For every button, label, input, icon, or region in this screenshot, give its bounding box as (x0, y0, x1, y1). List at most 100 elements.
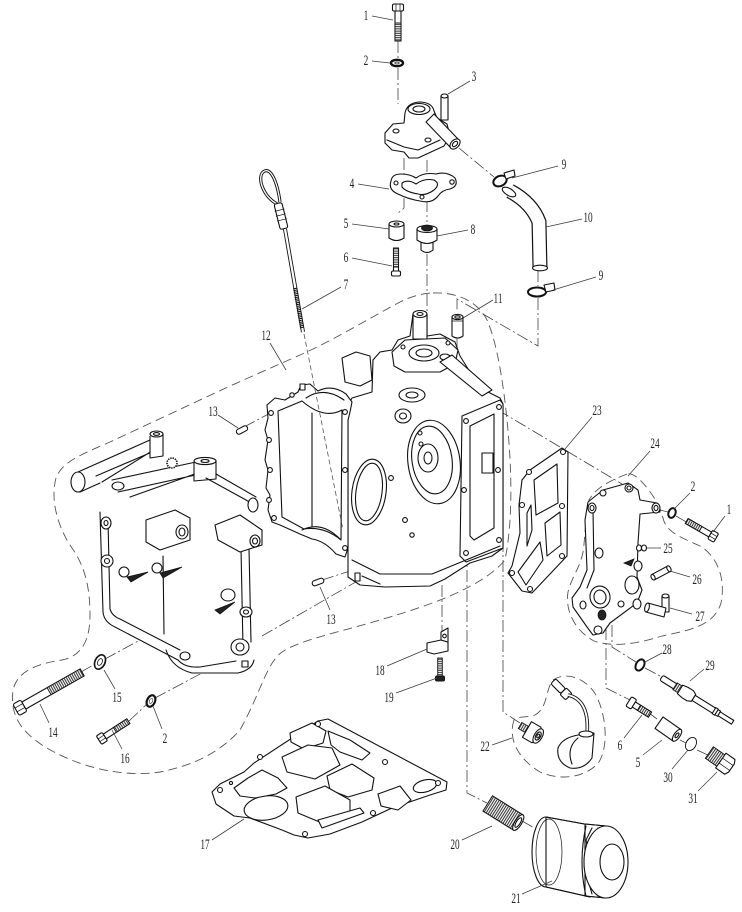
callout-labels-shape: 31 (688, 790, 697, 807)
callout-25: 25 (663, 540, 672, 557)
callout-27: 27 (695, 608, 704, 625)
leader-lines-shape (351, 257, 393, 267)
cover-panel-shape (589, 504, 595, 512)
leader-lines-shape (461, 825, 493, 841)
leader-lines-shape (152, 705, 163, 730)
thermostat-housing-shape (451, 140, 459, 148)
cover-gasket-shape (558, 502, 566, 510)
oil-filter-shape (581, 825, 587, 897)
base-gasket-shape (369, 809, 377, 817)
base-gasket-shape (216, 786, 224, 794)
leader-lines-shape (642, 739, 663, 756)
base-gasket-shape (317, 807, 365, 829)
callout-labels-shape: 11 (494, 290, 503, 307)
callout-labels-shape: 19 (384, 689, 393, 706)
dipstick-shape-shape (274, 208, 285, 212)
callout-labels-shape: 14 (48, 724, 58, 741)
base-gasket-shape (289, 722, 327, 750)
leader-lines-shape (39, 703, 50, 724)
housing-gasket-shape (401, 178, 439, 196)
bolt-6-top-shape (390, 270, 402, 277)
bolt-6-top (390, 247, 402, 277)
water-hose (501, 184, 549, 272)
callout-labels-shape: 27 (695, 608, 704, 625)
crankcase-block-shape (496, 537, 502, 543)
flange-bolt-holes-shape (271, 515, 277, 521)
cylinder-block-half-shape (111, 461, 207, 498)
callout-labels: 1 2 3 4 5 6 7 8 9 10 9 11 12 13 13 14 15… (48, 7, 731, 907)
dowel-pin-lower (311, 577, 325, 587)
cylinder-block-half-shape (220, 588, 236, 602)
dipstick-shape-shape (273, 202, 289, 230)
housing-gasket-shape (393, 180, 399, 186)
dipstick-shape-shape (277, 218, 287, 222)
callout-31: 31 (688, 790, 697, 807)
bolt-1-panel-shape (709, 535, 716, 540)
cylinder-block-half-shape (242, 609, 250, 615)
bolt-14 (13, 668, 85, 716)
crankcase-block-shape (469, 413, 495, 541)
callout-29: 29 (705, 657, 714, 674)
base-gasket-shape (327, 730, 371, 761)
base-gasket-shape (381, 758, 389, 766)
cover-gasket-shape (525, 468, 533, 476)
cylinder-block-half-shape (159, 566, 183, 579)
cylinder-block-half-shape (235, 642, 245, 652)
callout-14: 14 (48, 724, 58, 741)
bracket-18-shape (426, 639, 449, 655)
washer-2-lower-shape (148, 698, 154, 704)
cylinder-block-half-shape (145, 509, 191, 551)
crankcase-block-shape (361, 575, 381, 585)
thermostat-housing-shape (440, 96, 449, 121)
crankcase-block-shape (341, 351, 373, 387)
sensor-29-shape (711, 707, 719, 716)
bolt-1-panel-shape (710, 532, 718, 537)
spacer-top (388, 220, 405, 242)
bolt-14-shape (16, 707, 26, 713)
dipstick-shape (293, 287, 304, 329)
crankcase-block-shape (412, 314, 428, 340)
cover-panel-shape (593, 589, 607, 605)
cover-panel-shape (579, 600, 587, 610)
thermostat (416, 224, 438, 254)
crankcase-block-shape (445, 340, 451, 346)
cover-gasket-shape (526, 585, 534, 593)
callout-labels-shape: 16 (120, 750, 129, 767)
leader-lines-shape (269, 342, 287, 371)
cylinder-block-half-shape (200, 458, 210, 464)
callout-8: 8 (471, 221, 476, 238)
cylinder-block-half-shape (166, 457, 178, 469)
base-gasket (211, 718, 448, 839)
oil-pressure-switch-shape (517, 721, 545, 744)
leader-lines-shape (689, 668, 705, 682)
leader-lines-shape (436, 229, 469, 237)
assembly-axis-lines-shape (321, 570, 351, 581)
crankcase-block (264, 309, 504, 588)
bolt-14-shape (14, 703, 23, 709)
callout-labels-shape: 15 (112, 689, 121, 706)
flange-bolt-holes-shape (266, 437, 272, 443)
washer-2-lower (145, 694, 157, 708)
flange-bolt-holes-shape (342, 409, 348, 415)
dipstick-hidden-line (303, 333, 344, 531)
flange-bolt-holes (266, 383, 348, 551)
sensor-29 (659, 675, 735, 725)
bolt-16 (96, 718, 131, 745)
cylinder-block-half-shape (240, 547, 244, 649)
crankcase-block-shape (481, 452, 494, 474)
crankcase-block-shape (354, 462, 384, 522)
callout-labels-shape: 2 (364, 52, 369, 69)
callout-labels-shape: 13 (208, 403, 217, 420)
callout-16: 16 (120, 750, 129, 767)
drain-plug-31 (704, 746, 736, 775)
oil-filter-shape (535, 818, 563, 886)
assembly-axis-lines-shape (679, 739, 687, 744)
assembly-axis-lines-shape (659, 509, 669, 513)
oil-filter-shape (599, 843, 625, 881)
assembly-axis-lines-shape (154, 656, 233, 699)
cover-gasket-shape (544, 511, 562, 557)
leader-lines-shape (491, 737, 513, 746)
oil-filter-nipple-shape (514, 817, 523, 828)
callout-labels-shape: 5 (636, 754, 641, 771)
leader-lines-shape (644, 652, 663, 663)
